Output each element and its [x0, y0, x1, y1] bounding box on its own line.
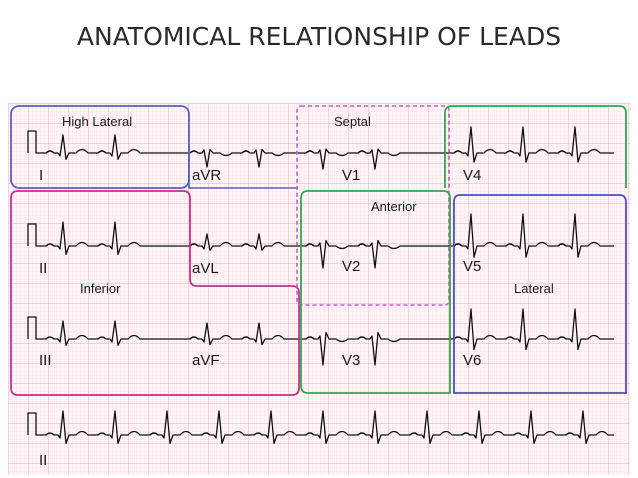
ecg-trace [180, 233, 296, 251]
ecg-trace [444, 308, 614, 351]
inferior-label: Inferior [80, 281, 121, 296]
lead-aVR-label: aVR [192, 167, 221, 184]
ecg-trace [27, 410, 614, 445]
ecg-trace [296, 331, 444, 366]
high-lateral-avr-region [188, 143, 298, 189]
ecg-trace [296, 239, 444, 269]
septal-label: Septal [334, 114, 371, 129]
anterior-label: Anterior [371, 199, 417, 214]
ecg-traces [27, 126, 614, 445]
lead-III-label: III [39, 352, 52, 369]
lead-II-label: II [39, 260, 47, 277]
ecg-trace [180, 148, 296, 168]
septal-region [296, 105, 450, 306]
ecg-trace [444, 213, 614, 258]
anterior-v4-region [444, 105, 627, 188]
rhythm-strip-label: II [39, 452, 47, 469]
ecg-trace [27, 221, 180, 256]
lead-aVL-label: aVL [192, 260, 219, 277]
ecg-trace [296, 148, 444, 170]
anterior-region [300, 190, 451, 394]
lead-V6-label: V6 [463, 352, 481, 369]
lead-V1-label: V1 [342, 167, 360, 184]
lead-V2-label: V2 [342, 258, 360, 275]
high-lateral-label: High Lateral [62, 114, 132, 129]
ecg-trace [27, 130, 180, 160]
lead-aVF-label: aVF [192, 352, 220, 369]
ecg-paper: High Lateral Inferior Septal Anterior La… [8, 103, 630, 475]
inferior-region [10, 190, 300, 396]
ecg-trace [27, 316, 180, 346]
slide-title: ANATOMICAL RELATIONSHIP OF LEADS [76, 22, 562, 51]
lateral-label: Lateral [514, 281, 554, 296]
lead-V4-label: V4 [463, 167, 481, 184]
lead-V3-label: V3 [342, 352, 360, 369]
ecg-trace [180, 322, 296, 346]
lead-I-label: I [39, 167, 43, 184]
lead-V5-label: V5 [463, 258, 481, 275]
lateral-region [453, 194, 627, 394]
ecg-trace [444, 126, 614, 163]
